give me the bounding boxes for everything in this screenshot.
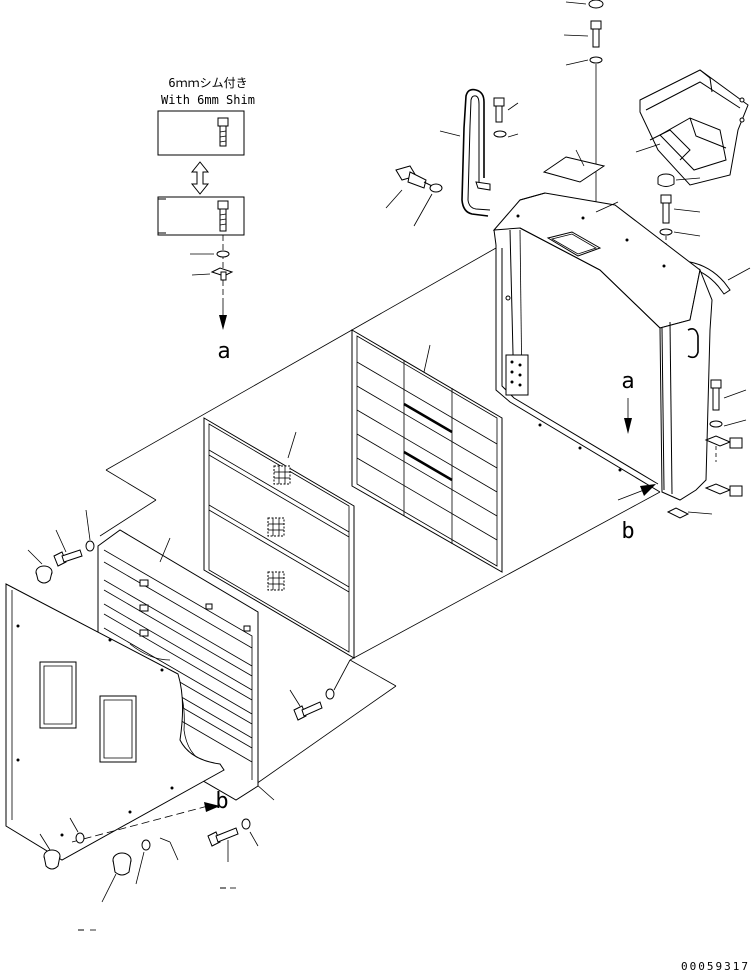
washer-icon [75,832,85,844]
washer-icon [216,250,230,258]
top-inspection-cover [546,231,602,257]
shim-bolt-icon [217,117,229,147]
clip-nut-icon [704,435,743,449]
label-a-left: a [217,339,230,364]
hinge-plate [505,354,529,396]
mesh-icon [267,517,285,537]
arrow-right-icon [640,484,656,496]
washer-icon [241,818,251,830]
bolt-icon [53,549,83,567]
cap-icon [43,849,61,870]
clip-nut-icon [210,267,234,281]
projection-lines [99,247,661,801]
bolt-icon [660,194,672,224]
washer-icon [659,228,673,236]
left-hardware [27,509,351,931]
label-b-bottom: b [215,789,228,814]
shim-bolt-box [157,110,245,156]
washer-icon [709,420,723,428]
double-arrow-icon [190,161,210,195]
plate-icon [542,156,606,183]
bolt-icon [293,701,323,721]
middle-screen-panel [203,417,355,659]
radiator-frame: a b [492,192,747,544]
side-handle [687,328,699,359]
arrow-down-icon [624,418,632,434]
drawing-number: 00059317 [681,960,750,973]
bolt-icon [207,827,239,847]
arrow-down-icon [219,315,227,330]
window-icon [39,661,77,729]
mesh-icon [267,571,285,591]
label-a-right: a [621,369,634,394]
cap-icon [112,852,132,876]
washer-icon [85,540,95,552]
rear-screen-panel [351,329,503,573]
cap-icon [588,0,604,9]
handle-rail [461,88,491,217]
washer-icon [141,839,151,851]
label-b-right: b [621,519,634,544]
arrow-right-icon [204,802,220,812]
window-icon [99,695,137,763]
bolt-icon [710,379,722,411]
clip-nut-icon [704,483,743,497]
washer-icon [493,130,507,138]
washer-icon [589,56,603,64]
cover-bracket [639,69,749,186]
clip-icon [666,507,713,519]
mesh-icon [273,465,291,485]
washer-icon [325,688,335,700]
shim-callout: 6ｍｍシム付き With 6mm Shim [157,76,255,364]
callout-english-text: With 6mm Shim [161,93,255,107]
cap-icon [35,565,53,584]
bolt-icon [590,20,602,48]
front-cover-panel: b [5,583,229,861]
large-bolt-icon [395,165,433,189]
callout-japanese-text: 6ｍｍシム付き [168,76,247,90]
standard-bolt-icon [217,200,229,232]
standard-bolt-box [157,196,245,236]
washer-icon [429,183,443,193]
bolt-icon [493,97,505,123]
